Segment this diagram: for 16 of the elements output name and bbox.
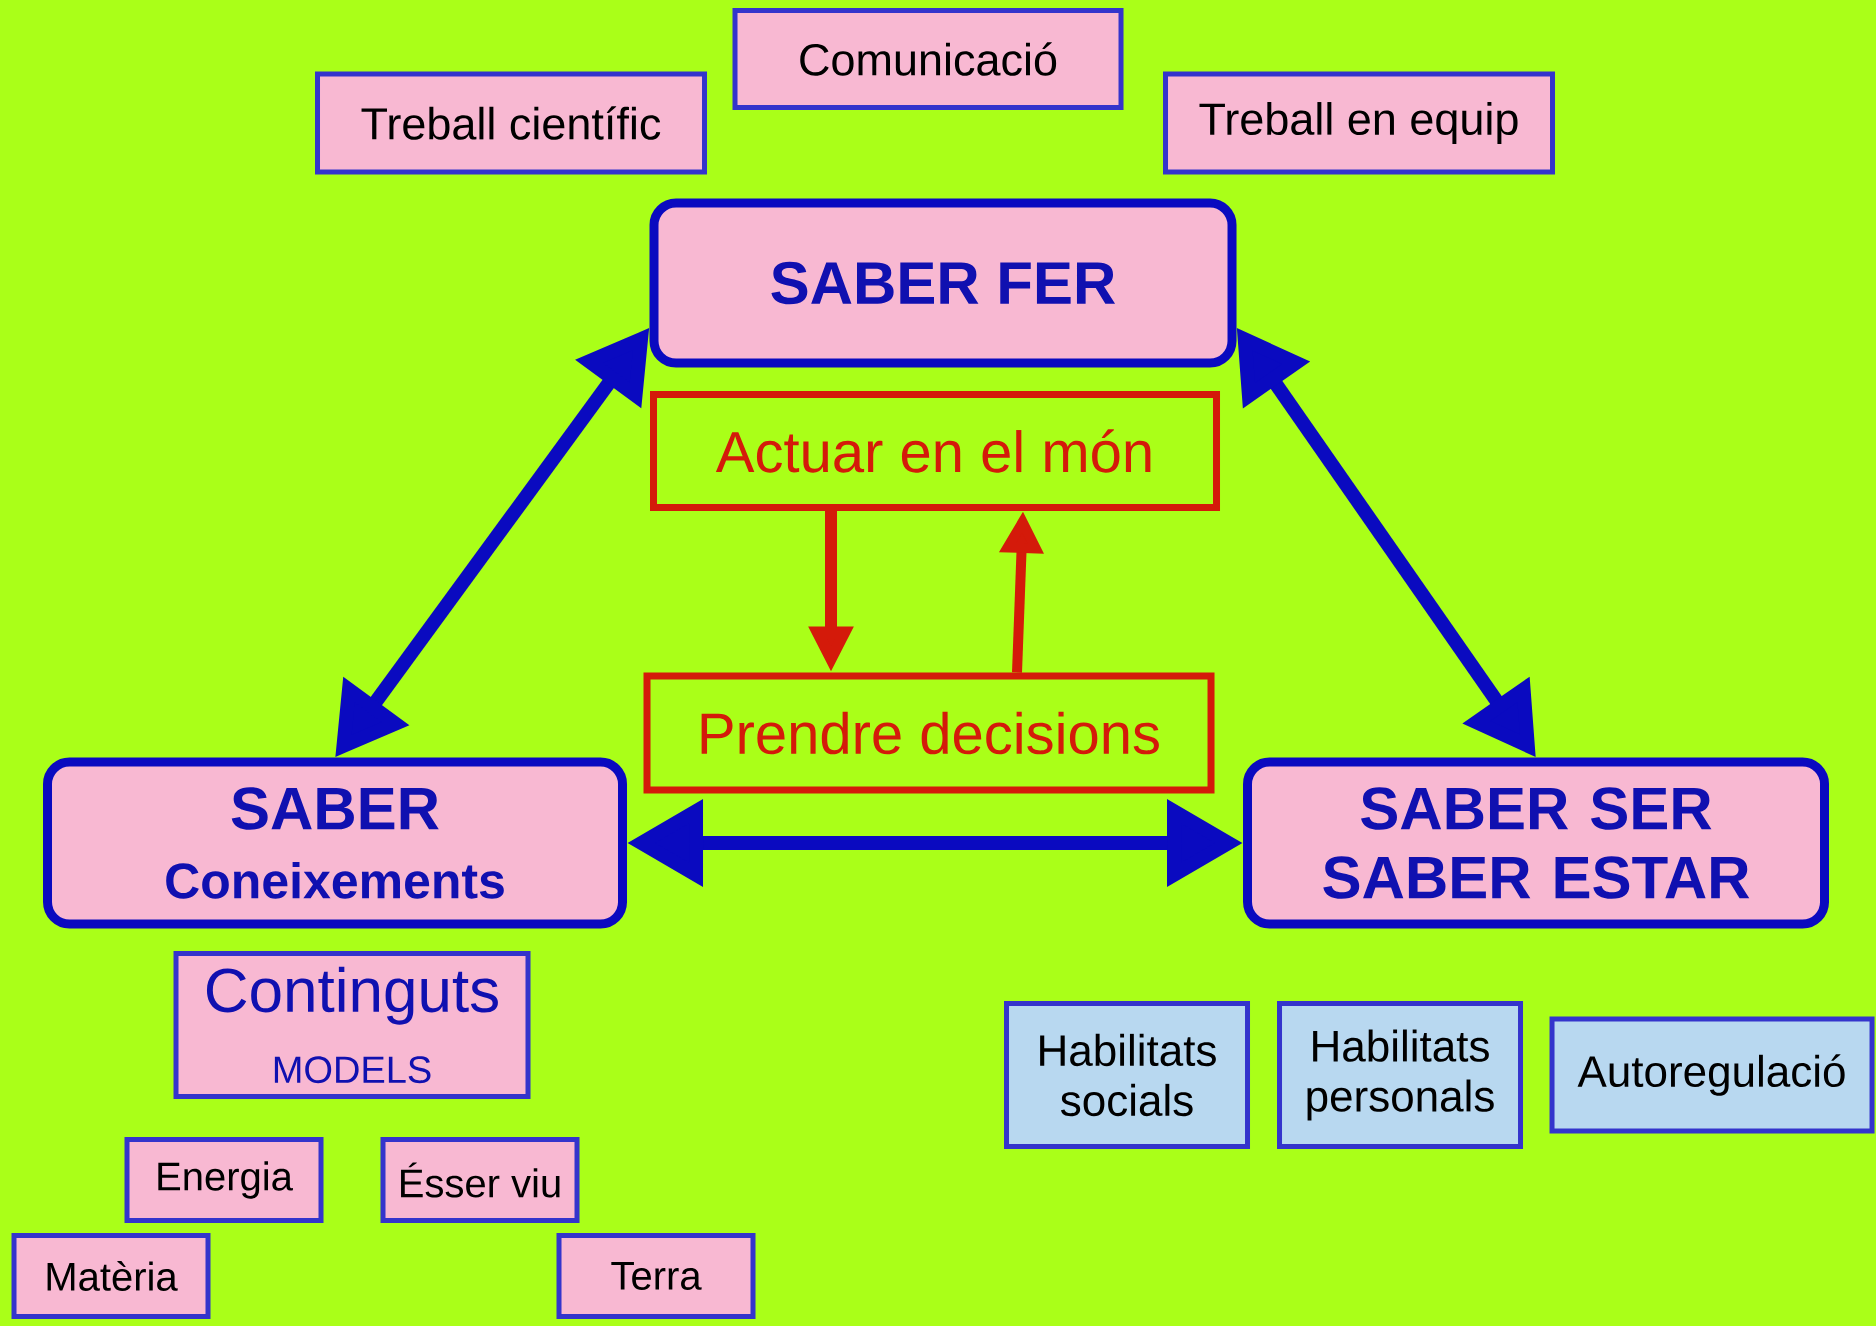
concept-box: SABER FER — [649, 198, 1237, 368]
action-box: Prendre decisions — [643, 672, 1215, 794]
concept-box: SABER Coneixements — [43, 757, 627, 929]
skill-box: Autoregulació — [1549, 1016, 1875, 1134]
topic-box: Treball en equip — [1163, 71, 1555, 175]
topic-box: Terra — [556, 1233, 756, 1319]
topic-box: Ésser viu — [380, 1137, 580, 1223]
concept-box: SABER SER SABER ESTAR — [1243, 757, 1829, 929]
topic-box: Energia — [124, 1137, 324, 1223]
topic-box: Comunicació — [732, 8, 1124, 110]
skill-box: Habilitats personals — [1277, 1001, 1523, 1149]
skill-box: Habilitats socials — [1004, 1001, 1250, 1149]
action-box: Actuar en el món — [650, 391, 1220, 511]
topic-box: Matèria — [11, 1233, 211, 1319]
topic-box: Continguts MODELS — [173, 951, 531, 1099]
topic-box: Treball científic — [315, 71, 707, 175]
